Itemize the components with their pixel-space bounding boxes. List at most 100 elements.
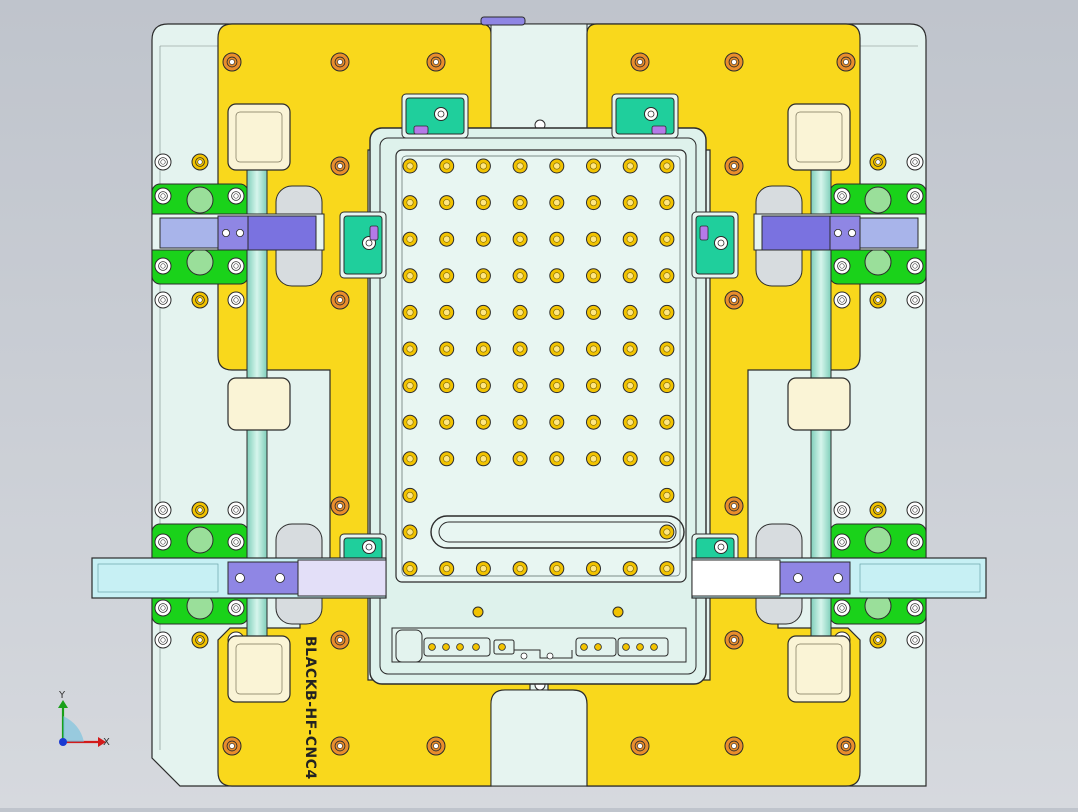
pin-hole-core: [589, 345, 597, 353]
clamp-bolt: [275, 573, 285, 583]
screw-core: [843, 59, 849, 65]
pin-hole-core: [443, 455, 451, 463]
teal-clamp-screw-core: [647, 110, 655, 118]
pin-hole-core: [553, 382, 561, 390]
pin-hole-core: [516, 345, 524, 353]
connector-pin: [622, 643, 630, 651]
screw-ring: [634, 740, 646, 752]
screw-ring: [231, 537, 241, 547]
tray-pocket: [395, 149, 687, 583]
screw-core: [337, 637, 343, 643]
pin-hole-small: [472, 606, 484, 618]
screw-ring: [231, 295, 241, 305]
teal-clamp-screw: [362, 540, 376, 554]
pin-hole-core: [479, 272, 487, 280]
connector-hole: [546, 652, 554, 660]
pin-hole-core: [589, 418, 597, 426]
screw-core: [912, 263, 918, 269]
upper-clamp-body: [761, 215, 831, 251]
upper-clamp-light: [159, 217, 219, 249]
screw-core: [839, 263, 845, 269]
screw-ring: [430, 56, 442, 68]
pin-hole-core: [589, 308, 597, 316]
screw-core: [731, 743, 737, 749]
bearing-ring: [864, 526, 892, 554]
pin-hole-core: [626, 162, 634, 170]
pin-hole-core: [663, 345, 671, 353]
pin-hole-core: [406, 455, 414, 463]
pin-hole-core: [663, 491, 671, 499]
cream-block-inner: [795, 111, 843, 163]
bearing-ring: [186, 248, 214, 276]
pin-hole-core: [626, 308, 634, 316]
clamp-bar-right: [691, 557, 987, 599]
screw-core: [160, 637, 166, 643]
screw-ring: [231, 603, 241, 613]
clamp-bolt: [793, 573, 803, 583]
pin-hole-core: [589, 455, 597, 463]
screw-ring: [231, 505, 241, 515]
pin-hole-core: [589, 162, 597, 170]
screw-core: [160, 605, 166, 611]
screw-ring: [226, 56, 238, 68]
slot: [430, 515, 685, 549]
pin-hole-core: [406, 235, 414, 243]
connector-pin: [428, 643, 436, 651]
screw-ring: [837, 537, 847, 547]
pin-hole-core: [516, 162, 524, 170]
teal-clamps: [339, 93, 739, 565]
teal-clamp-screw-core: [365, 543, 373, 551]
connector-pin: [636, 643, 644, 651]
pin-hole-core: [406, 272, 414, 280]
screw-ring: [873, 295, 883, 305]
screw-core: [160, 297, 166, 303]
pin-hole-core: [443, 308, 451, 316]
connector-slot-c: [617, 637, 669, 657]
pin-hole-core: [553, 235, 561, 243]
connector-pin: [442, 643, 450, 651]
screw-ring: [910, 635, 920, 645]
pin-hole-core: [516, 272, 524, 280]
pin-hole-core: [479, 199, 487, 207]
screw-core: [337, 163, 343, 169]
clamp-pad: [297, 559, 387, 597]
pin-hole-core: [626, 565, 634, 573]
pin-hole-core: [663, 199, 671, 207]
screw-core: [197, 637, 203, 643]
pin-hole-core: [663, 455, 671, 463]
pin-hole-core: [479, 565, 487, 573]
pin-hole-core: [479, 345, 487, 353]
cream-block: [787, 103, 851, 171]
screw-ring: [158, 537, 168, 547]
screw-ring: [910, 505, 920, 515]
pin-hole-small: [612, 606, 624, 618]
teal-clamp-tab: [369, 225, 379, 241]
pin-hole-core: [589, 565, 597, 573]
pin-hole-core: [553, 565, 561, 573]
screw-core: [875, 297, 881, 303]
screw-core: [233, 263, 239, 269]
screw-core: [912, 637, 918, 643]
bearing-ring: [186, 526, 214, 554]
screw-core: [839, 297, 845, 303]
screw-core: [337, 503, 343, 509]
pin-hole-core: [406, 528, 414, 536]
screw-ring: [334, 740, 346, 752]
pin-hole-core: [443, 345, 451, 353]
screw-ring: [728, 500, 740, 512]
screw-core: [912, 605, 918, 611]
slot-inner: [438, 521, 677, 543]
pin-hole-core: [406, 345, 414, 353]
tray-pocket-inner: [401, 155, 681, 577]
pin-hole-core: [663, 565, 671, 573]
screw-core: [337, 297, 343, 303]
clamp-hole: [848, 228, 857, 237]
clamp-pad: [691, 559, 781, 597]
screw-core: [233, 193, 239, 199]
teal-clamp-tab: [699, 225, 709, 241]
pin-hole-core: [479, 308, 487, 316]
screw-core: [197, 297, 203, 303]
screw-core: [912, 159, 918, 165]
screw-core: [160, 507, 166, 513]
